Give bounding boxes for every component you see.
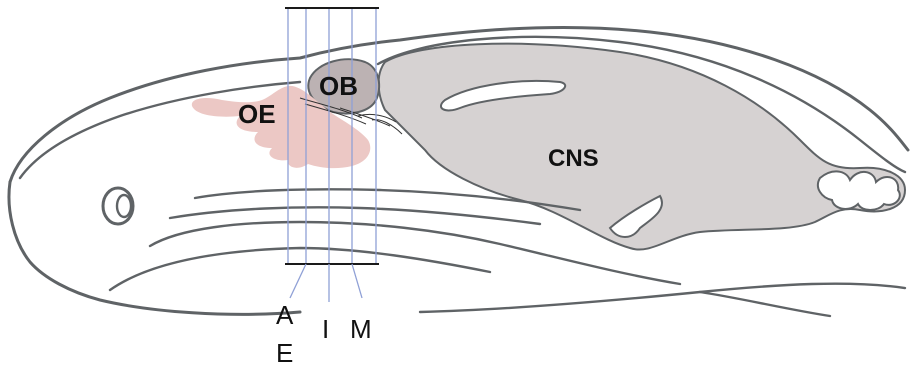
eye-inner: [117, 195, 131, 217]
label-plane-i: I: [322, 314, 329, 344]
plane-leader-lines: [290, 264, 362, 302]
jaw-line-2: [110, 248, 490, 290]
label-plane-e: E: [276, 338, 293, 368]
palate-line-2: [170, 207, 540, 224]
jaw-line-3: [420, 284, 905, 312]
head-outline-lower: [9, 182, 300, 314]
jaw-line-4: [700, 292, 830, 316]
label-plane-m: M: [350, 314, 372, 344]
label-cns: CNS: [548, 145, 599, 172]
label-ob: OB: [319, 71, 358, 101]
label-plane-a: A: [276, 300, 294, 330]
leader-a: [290, 264, 306, 298]
label-oe: OE: [238, 99, 276, 129]
leader-m: [352, 264, 362, 298]
